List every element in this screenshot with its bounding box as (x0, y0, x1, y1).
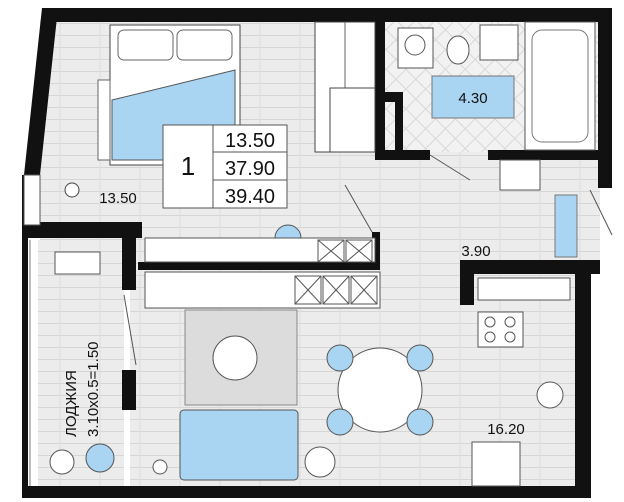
plant-icon (304, 446, 336, 478)
bathroom-door (429, 154, 471, 181)
bathroom-area: 4.30 (458, 90, 487, 107)
bathtub (524, 21, 596, 151)
total-area: 37.90 (225, 158, 275, 180)
bedroom-desk (144, 237, 376, 263)
kitchen-living-area: 16.20 (487, 421, 525, 438)
toilet (446, 35, 470, 65)
coffee-table (212, 335, 258, 381)
loggia-dimensions: 3.10x0.5=1.50 (85, 341, 102, 437)
bath-rug (431, 75, 515, 119)
dining-chairs (326, 344, 434, 436)
bedroom-door (344, 184, 373, 233)
desk-chair (274, 224, 302, 239)
fridge (471, 441, 521, 487)
apartment-summary-table: 1 13.50 37.90 39.40 (162, 124, 288, 209)
loggia-table (54, 251, 101, 275)
total-area-with-loggia: 39.40 (225, 186, 275, 208)
loggia-title: ЛОДЖИЯ (63, 370, 80, 437)
rooms-count: 1 (181, 151, 195, 181)
tv-unit-boxes (294, 275, 378, 305)
living-area: 13.50 (225, 130, 275, 152)
sofa (179, 409, 299, 481)
wardrobe (314, 21, 376, 153)
tv-unit (144, 271, 381, 309)
hallway-area: 3.90 (461, 243, 490, 260)
hallway-bench (499, 159, 541, 191)
dining-table (337, 347, 423, 433)
bedroom-area: 13.50 (99, 190, 137, 207)
loggia-label: ЛОДЖИЯ 3.10x0.5=1.50 (63, 341, 102, 437)
hallway-rug (554, 194, 578, 258)
sink (479, 24, 519, 61)
nightstand (97, 79, 111, 161)
entrance-door (589, 189, 613, 236)
lamp-icon (152, 459, 168, 475)
cabinet-boxes (317, 239, 373, 263)
loggia-door (123, 294, 137, 366)
kitchen-sink (536, 381, 564, 409)
loggia-side-table (49, 449, 75, 475)
plant-icon (64, 182, 80, 198)
cooktop (477, 311, 524, 348)
window (23, 174, 41, 226)
washing-machine (397, 27, 434, 69)
walls (22, 8, 612, 498)
kitchen-upper-cabinet (477, 277, 571, 301)
loggia-armchair (85, 443, 115, 473)
